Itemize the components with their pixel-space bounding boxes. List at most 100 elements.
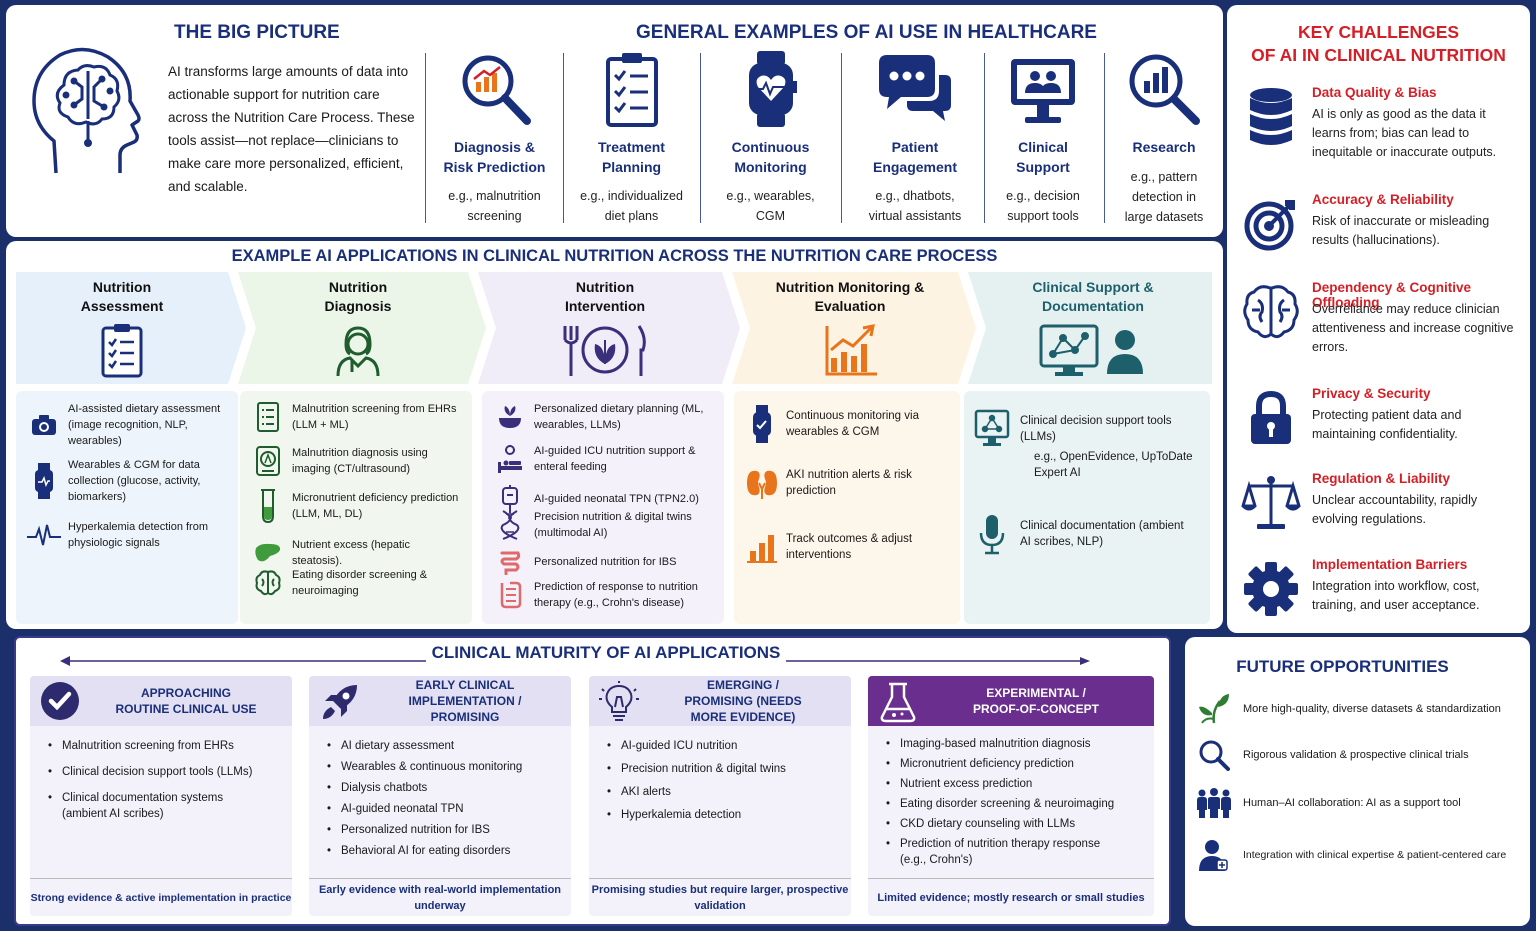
list-item: Micronutrient deficiency prediction (LLM… (250, 489, 462, 523)
check-circle-icon (40, 681, 80, 721)
future-item: Human–AI collaboration: AI as a support … (1195, 783, 1530, 823)
future-item: Integration with clinical expertise & pa… (1195, 835, 1530, 875)
list-item: Wearables & CGM for data collection (glu… (26, 457, 218, 505)
diagnosis-list: Malnutrition screening from EHRs (LLM + … (240, 391, 472, 624)
list-item: Malnutrition screening from EHRs (LLM + … (250, 401, 462, 433)
applications-title: EXAMPLE AI APPLICATIONS IN CLINICAL NUTR… (231, 247, 998, 265)
list-item: AI-guided neonatal TPN (TPN2.0) (492, 485, 714, 513)
list-item: Wearables & continuous monitoring (327, 759, 522, 775)
dna-icon (492, 509, 528, 541)
list-item: Nutrient excess (hepatic steatosis). (250, 537, 462, 569)
list-item: Precision nutrition & digital twins (607, 761, 786, 777)
list-item: Eating disorder screening & neuroimaging (886, 796, 1126, 812)
list-item: Continuous monitoring via wearables & CG… (744, 405, 936, 443)
brain-icon (250, 569, 286, 597)
list-item: Malnutrition screening from EHRs (48, 738, 252, 754)
icu-bed-icon (492, 444, 528, 474)
general-examples-title: GENERAL EXAMPLES OF AI USE IN HEALTHCARE (636, 22, 1097, 43)
list-item: Dialysis chatbots (327, 780, 522, 796)
future-item: More high-quality, diverse datasets & st… (1195, 689, 1530, 729)
maturity-experimental: EXPERIMENTAL / PROOF-OF-CONCEPT Imaging-… (868, 676, 1154, 916)
bar-chart-icon (744, 531, 780, 563)
list-item: Eating disorder screening & neuroimaging (250, 567, 462, 599)
list-item: Clinical decision support tools (LLMs) (974, 409, 1190, 449)
list-item: Micronutrient deficiency prediction (886, 756, 1126, 772)
monitor-users-icon (985, 49, 1101, 129)
ncp-step-monitoring: Nutrition Monitoring &Evaluation (732, 272, 976, 384)
applications-panel: EXAMPLE AI APPLICATIONS IN CLINICAL NUTR… (6, 241, 1223, 629)
challenge-data-quality: Data Quality & Bias AI is only as good a… (1237, 85, 1527, 175)
test-tube-icon (250, 489, 286, 523)
challenge-regulation: Regulation & Liability Unclear accountab… (1237, 471, 1527, 561)
bowl-leaf-icon (492, 404, 528, 430)
padlock-icon (1241, 386, 1301, 450)
monitor-network-user-icon (978, 322, 1208, 378)
magnifier-chart-icon (427, 49, 562, 129)
column-divider (1104, 53, 1105, 223)
list-item: AI-assisted dietary assessment (image re… (26, 401, 234, 449)
documentation-list: Clinical decision support tools (LLMs) e… (964, 391, 1210, 624)
plant-leaves-icon (1195, 693, 1233, 725)
intestine-icon (492, 549, 528, 575)
list-item: Track outcomes & adjust interventions (744, 531, 936, 563)
list-item: Imaging-based malnutrition diagnosis (886, 736, 1126, 752)
big-picture-text: AI transforms large amounts of data into… (168, 64, 415, 194)
future-panel: FUTURE OPPORTUNITIES More high-quality, … (1185, 637, 1530, 926)
list-item: Clinical decision support tools (LLMs) (48, 764, 252, 780)
database-icon (1241, 85, 1301, 149)
maturity-col-footer: Early evidence with real-world implement… (309, 878, 571, 916)
monitoring-list: Continuous monitoring via wearables & CG… (734, 391, 960, 624)
flask-icon (878, 681, 918, 723)
monitor-network-icon (974, 409, 1010, 449)
chat-bubbles-icon (842, 49, 988, 129)
list-item: Prediction of nutrition therapy response… (886, 836, 1126, 868)
list-item-example: e.g., OpenEvidence, UpToDate Expert AI (1034, 451, 1193, 479)
list-item: Personalized dietary planning (ML, weara… (492, 401, 714, 433)
maturity-col-footer: Promising studies but require larger, pr… (589, 878, 851, 916)
example-diagnosis: Diagnosis &Risk Prediction e.g., malnutr… (427, 49, 562, 225)
maturity-early: EARLY CLINICAL IMPLEMENTATION / PROMISIN… (309, 676, 571, 916)
list-item: Hyperkalemia detection from physiologic … (26, 519, 228, 551)
assessment-list: AI-assisted dietary assessment (image re… (16, 391, 238, 624)
gear-icon (1241, 557, 1301, 621)
maturity-col-title: EMERGING / PROMISING (NEEDS MORE EVIDENC… (684, 678, 802, 724)
maturity-col-title: APPROACHING ROUTINE CLINICAL USE (115, 686, 257, 716)
column-divider (425, 53, 426, 223)
list-item: AI-guided neonatal TPN (327, 801, 522, 817)
list-item: AI-guided ICU nutrition support & entera… (492, 443, 714, 475)
intervention-list: Personalized dietary planning (ML, weara… (482, 391, 724, 624)
list-item: Malnutrition diagnosis using imaging (CT… (250, 445, 462, 477)
maturity-col-footer: Strong evidence & active implementation … (30, 878, 292, 916)
fork-leaf-knife-icon (488, 322, 722, 378)
column-divider (841, 53, 842, 223)
smartwatch-icon (703, 49, 838, 129)
future-item: Rigorous validation & prospective clinic… (1195, 735, 1530, 775)
microphone-icon (974, 513, 1010, 555)
list-item: Precision nutrition & digital twins (mul… (492, 509, 714, 541)
maturity-col-title: EXPERIMENTAL / PROOF-OF-CONCEPT (973, 686, 1099, 716)
people-group-icon (1195, 788, 1233, 818)
challenge-privacy: Privacy & Security Protecting patient da… (1237, 386, 1527, 476)
target-icon (1241, 192, 1301, 256)
future-title: FUTURE OPPORTUNITIES (1236, 657, 1449, 676)
maturity-col-footer: Limited evidence; mostly research or sma… (868, 878, 1154, 916)
list-item: AI dietary assessment (327, 738, 522, 754)
research-magnifier-icon (1105, 49, 1223, 129)
list-item: Personalized nutrition for IBS (492, 549, 714, 575)
top-panel: THE BIG PICTURE AI transforms large amou… (6, 5, 1223, 237)
magnifier-icon (1195, 739, 1233, 771)
scales-icon (1241, 471, 1301, 535)
maturity-routine: APPROACHING ROUTINE CLINICAL USE Malnutr… (30, 676, 292, 916)
big-picture-title: THE BIG PICTURE (174, 22, 340, 43)
clipboard-icon (16, 322, 228, 378)
challenge-dependency: Dependency & Cognitive Offloading Overre… (1237, 280, 1527, 370)
list-item: Personalized nutrition for IBS (327, 822, 522, 838)
maturity-panel: CLINICAL MATURITY OF AI APPLICATIONS APP… (14, 636, 1171, 926)
